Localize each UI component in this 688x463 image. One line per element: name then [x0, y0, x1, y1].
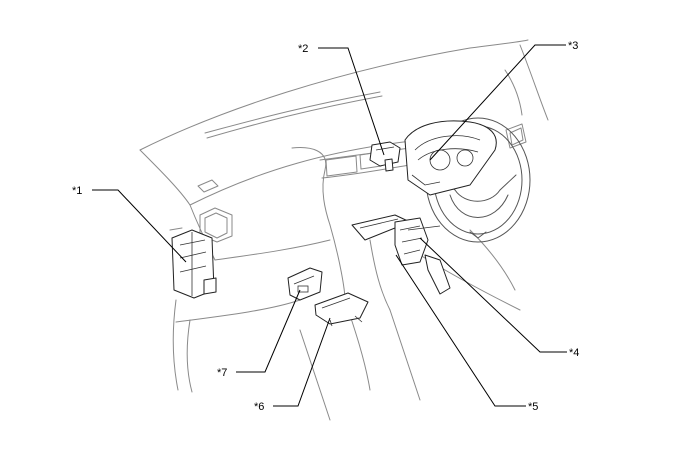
junction-block-part — [171, 229, 217, 299]
callout-label-6: *6 — [254, 401, 264, 413]
leader-lines — [92, 44, 567, 407]
dashboard-outline — [139, 39, 549, 421]
callout-label-2: *2 — [298, 43, 308, 55]
callout-label-1: *1 — [72, 185, 82, 197]
callout-label-4: *4 — [569, 347, 579, 359]
center-switch-part — [369, 141, 401, 172]
combination-meter-part — [404, 120, 497, 196]
module-part-6 — [314, 292, 369, 327]
under-column-parts — [351, 214, 451, 295]
module-part-7 — [287, 267, 323, 301]
callout-label-3: *3 — [568, 40, 578, 52]
callout-label-5: *5 — [528, 401, 538, 413]
callout-label-7: *7 — [217, 367, 227, 379]
